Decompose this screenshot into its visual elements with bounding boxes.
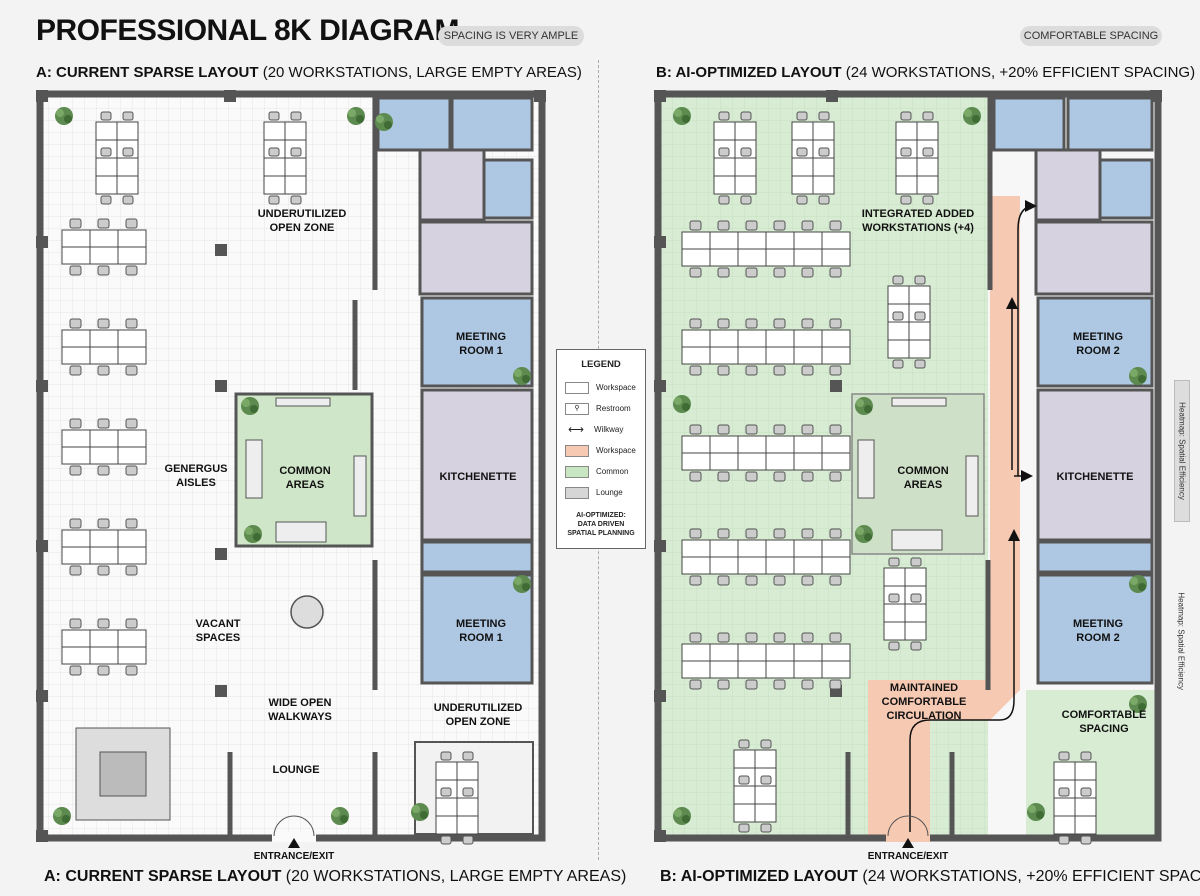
legend-title: LEGEND bbox=[581, 359, 621, 370]
label-b-integrated-1: INTEGRATED ADDED bbox=[862, 208, 975, 220]
heatmap-side-text: Heatmap: Spatial Efficiency bbox=[1177, 592, 1186, 690]
label-a-meeting2-2: ROOM 1 bbox=[459, 632, 502, 644]
label-b-comfortable-1: COMFORTABLE bbox=[1062, 709, 1147, 721]
legend-swatch-lounge bbox=[565, 486, 589, 499]
legend-item: ⟷Wilkway bbox=[557, 419, 645, 440]
label-a-common-1: COMMON bbox=[279, 465, 330, 477]
diagram-title: PROFESSIONAL 8K DIAGRAM bbox=[36, 14, 460, 47]
legend-item: Common bbox=[557, 461, 645, 482]
label-a-genergus-1: GENERGUS bbox=[165, 463, 228, 475]
label-b-comfortable-2: SPACING bbox=[1079, 723, 1128, 735]
label-b-circulation-3: CIRCULATION bbox=[887, 710, 962, 722]
label-b-common-1: COMMON bbox=[897, 465, 948, 477]
legend-swatch-common bbox=[565, 465, 589, 478]
label-a-underutilized-2: OPEN ZONE bbox=[270, 222, 335, 234]
walkway-arrow-icon: ⟷ bbox=[568, 423, 584, 436]
label-a-meeting2-1: MEETING bbox=[456, 618, 506, 630]
legend: LEGEND Workspace ⚲Restroom ⟷Wilkway Work… bbox=[556, 349, 646, 549]
label-a-entrance: ENTRANCE/EXIT bbox=[254, 851, 335, 862]
panel-a-heading: A: CURRENT SPARSE LAYOUT (20 WORKSTATION… bbox=[36, 64, 582, 81]
floorplan-b bbox=[654, 90, 1162, 848]
label-a-meeting1-2: ROOM 1 bbox=[459, 345, 502, 357]
label-b-common-2: AREAS bbox=[904, 479, 943, 491]
label-b-circulation-1: MAINTAINED bbox=[890, 682, 958, 694]
legend-swatch-workspace bbox=[565, 381, 589, 394]
label-b-integrated-2: WORKSTATIONS (+4) bbox=[862, 222, 974, 234]
legend-note: AI-OPTIMIZED: DATA DRIVEN SPATIAL PLANNI… bbox=[567, 512, 635, 537]
panel-a-footer: A: CURRENT SPARSE LAYOUT (20 WORKSTATION… bbox=[44, 868, 627, 885]
label-a-underutilized-1: UNDERUTILIZED bbox=[258, 208, 347, 220]
label-a-vacant-2: SPACES bbox=[196, 632, 240, 644]
label-a-genergus-2: AISLES bbox=[176, 477, 216, 489]
label-a-underutilized-b-1: UNDERUTILIZED bbox=[434, 702, 523, 714]
label-a-kitchenette: KITCHENETTE bbox=[440, 471, 517, 483]
label-a-meeting1-1: MEETING bbox=[456, 331, 506, 343]
label-b-entrance: ENTRANCE/EXIT bbox=[868, 851, 949, 862]
heatmap-side-tab: Heatmap: Spatial Efficiency bbox=[1174, 380, 1190, 522]
label-a-lounge: LOUNGE bbox=[272, 764, 319, 776]
label-a-underutilized-b-2: OPEN ZONE bbox=[446, 716, 511, 728]
legend-swatch-orange bbox=[565, 444, 589, 457]
legend-item: Workspace bbox=[557, 377, 645, 398]
floorplan-a bbox=[36, 90, 546, 848]
label-a-walkways-2: WALKWAYS bbox=[268, 711, 332, 723]
label-b-kitchenette: KITCHENETTE bbox=[1057, 471, 1134, 483]
legend-item: Workspace bbox=[557, 440, 645, 461]
panel-b-heading: B: AI-OPTIMIZED LAYOUT (24 WORKSTATIONS,… bbox=[656, 64, 1196, 81]
label-b-meeting1-2: ROOM 2 bbox=[1076, 345, 1119, 357]
restroom-icon: ⚲ bbox=[565, 402, 589, 415]
panel-b-footer: B: AI-OPTIMIZED LAYOUT (24 WORKSTATIONS,… bbox=[660, 868, 1200, 885]
label-a-walkways-1: WIDE OPEN bbox=[269, 697, 332, 709]
label-b-circulation-2: COMFORTABLE bbox=[882, 696, 967, 708]
spacing-pill-right: COMFORTABLE SPACING bbox=[1020, 26, 1162, 46]
label-a-common-2: AREAS bbox=[286, 479, 325, 491]
legend-item: ⚲Restroom bbox=[557, 398, 645, 419]
label-b-meeting2-1: MEETING bbox=[1073, 618, 1123, 630]
label-b-meeting1-1: MEETING bbox=[1073, 331, 1123, 343]
legend-item: Lounge bbox=[557, 482, 645, 503]
spacing-pill-left: SPACING IS VERY AMPLE bbox=[438, 26, 584, 46]
label-b-meeting2-2: ROOM 2 bbox=[1076, 632, 1119, 644]
label-a-vacant-1: VACANT bbox=[195, 618, 240, 630]
